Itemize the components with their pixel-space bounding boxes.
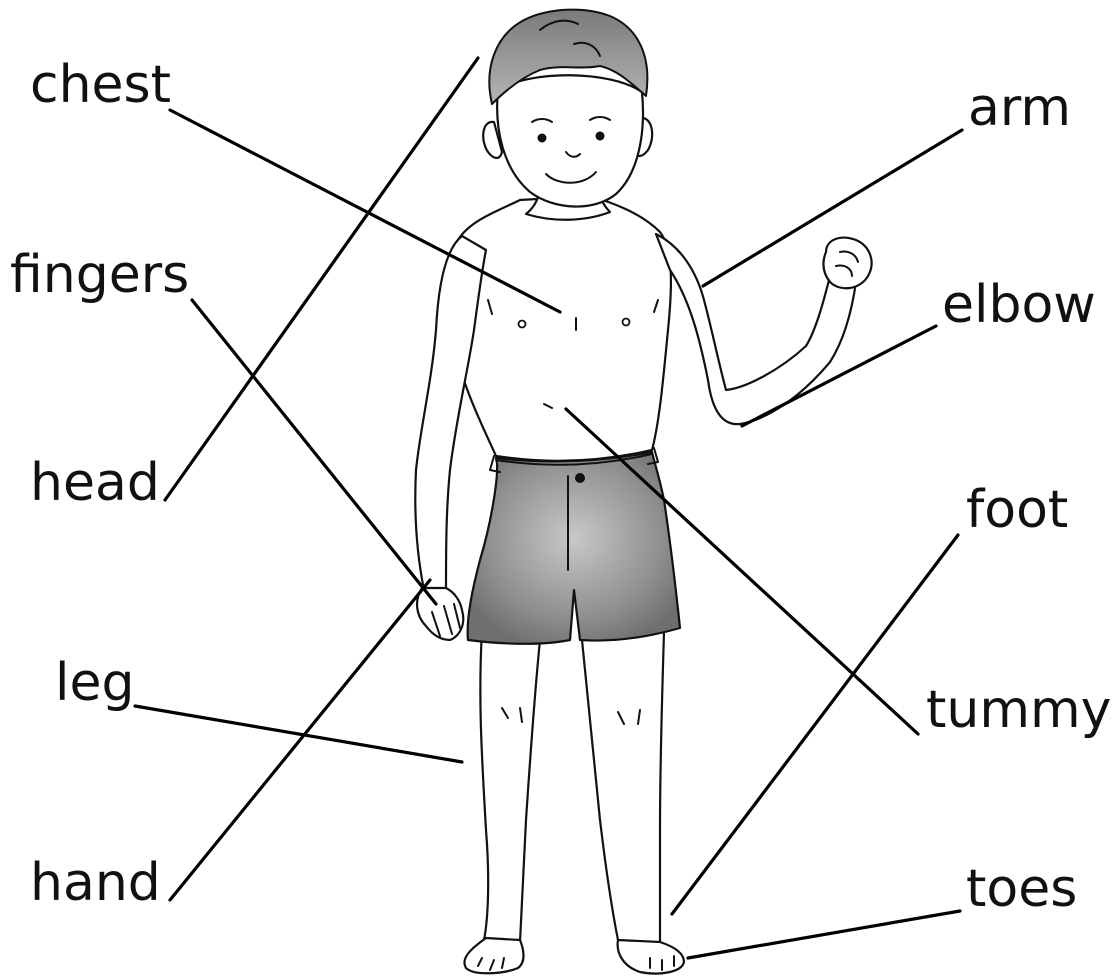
legs (480, 630, 664, 944)
label-hand: hand (30, 853, 161, 913)
leader-toes (688, 911, 960, 958)
label-foot: foot (966, 480, 1068, 540)
torso (448, 196, 671, 461)
label-leg: leg (55, 653, 134, 713)
label-arm: arm (968, 78, 1071, 138)
label-tummy: tummy (926, 680, 1111, 740)
label-head: head (30, 453, 160, 513)
leader-foot (672, 535, 958, 914)
boy-figure (415, 10, 871, 974)
leader-fingers (192, 300, 436, 604)
feet (464, 938, 684, 974)
right-arm (656, 234, 872, 424)
label-chest: chest (30, 55, 171, 115)
label-elbow: elbow (942, 275, 1096, 335)
leader-leg (135, 706, 462, 762)
shorts (468, 448, 680, 644)
leader-hand (170, 580, 430, 900)
head (483, 10, 652, 207)
label-fingers: fingers (10, 245, 189, 305)
label-toes: toes (966, 859, 1077, 919)
